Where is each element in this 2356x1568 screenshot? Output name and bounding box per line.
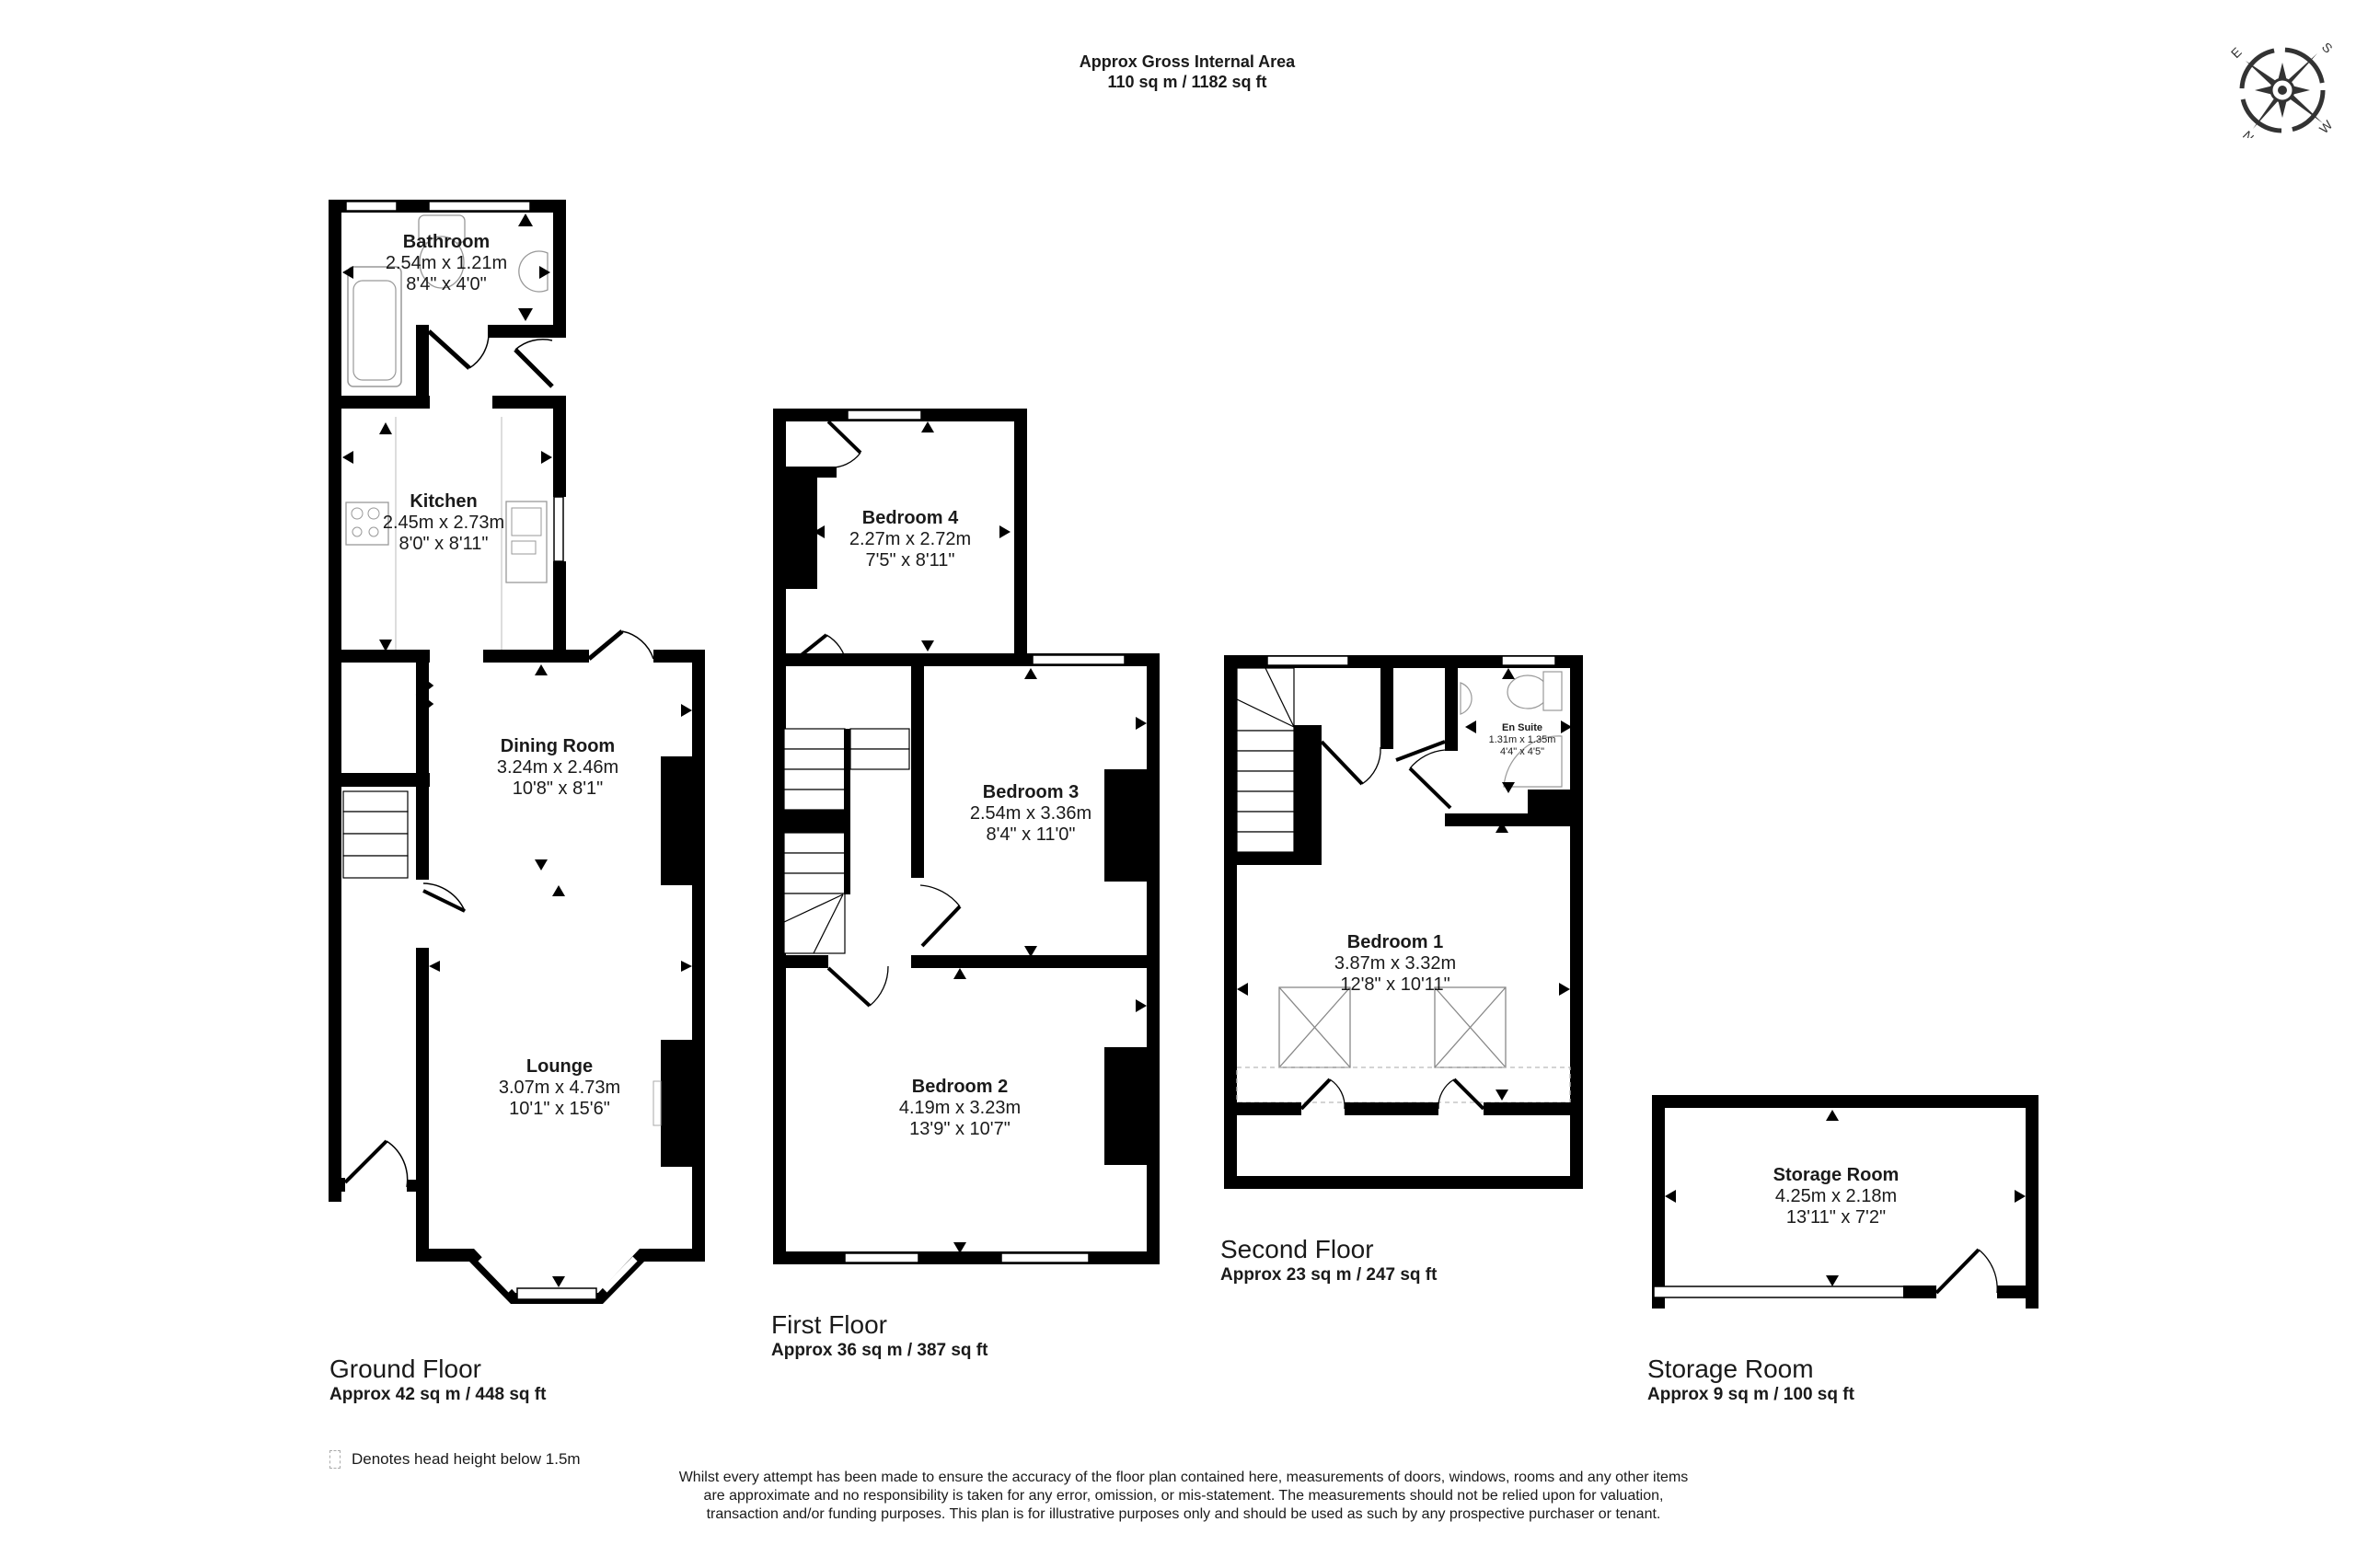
second-floor-caption: Second Floor Approx 23 sq m / 247 sq ft bbox=[1220, 1235, 1438, 1285]
room-label-en-suite: En Suite 1.31m x 1.35m 4'4" x 4'5" bbox=[1488, 722, 1556, 757]
second-floor-plan bbox=[1224, 655, 1583, 1189]
compass-rose-icon: E S N W bbox=[2225, 9, 2336, 144]
head-height-legend: Denotes head height below 1.5m bbox=[329, 1450, 581, 1469]
room-label-bedroom-2: Bedroom 2 4.19m x 3.23m 13'9" x 10'7" bbox=[898, 1077, 1022, 1139]
disclaimer: Whilst every attempt has been made to en… bbox=[678, 1470, 1689, 1522]
svg-text:W: W bbox=[2316, 117, 2336, 136]
ground-floor-caption: Ground Floor Approx 42 sq m / 448 sq ft bbox=[329, 1355, 547, 1404]
room-label-kitchen: Kitchen 2.45m x 2.73m 8'0" x 8'11" bbox=[382, 491, 505, 554]
room-label-storage-room: Storage Room 4.25m x 2.18m 13'11" x 7'2" bbox=[1773, 1165, 1900, 1228]
room-label-bedroom-4: Bedroom 4 2.27m x 2.72m 7'5" x 8'11" bbox=[849, 508, 972, 571]
room-label-dining-room: Dining Room 3.24m x 2.46m 10'8" x 8'1" bbox=[496, 736, 619, 799]
header-area: 110 sq m / 1182 sq ft bbox=[1107, 73, 1267, 91]
header-title: Approx Gross Internal Area bbox=[1079, 52, 1296, 71]
storage-room-caption: Storage Room Approx 9 sq m / 100 sq ft bbox=[1647, 1355, 1854, 1404]
svg-text:S: S bbox=[2319, 40, 2336, 56]
room-label-bedroom-3: Bedroom 3 2.54m x 3.36m 8'4" x 11'0" bbox=[969, 782, 1092, 845]
first-floor-caption: First Floor Approx 36 sq m / 387 sq ft bbox=[771, 1310, 988, 1360]
ground-floor-plan bbox=[329, 200, 705, 1304]
dashed-box-icon bbox=[329, 1450, 341, 1469]
svg-text:E: E bbox=[2228, 44, 2245, 61]
room-label-lounge: Lounge 3.07m x 4.73m 10'1" x 15'6" bbox=[498, 1056, 621, 1119]
legend-text: Denotes head height below 1.5m bbox=[352, 1450, 581, 1468]
room-label-bedroom-1: Bedroom 1 3.87m x 3.32m 12'8" x 10'11" bbox=[1334, 932, 1457, 995]
dimension-markers bbox=[342, 213, 2026, 1287]
svg-text:N: N bbox=[2240, 128, 2257, 138]
room-label-bathroom: Bathroom 2.54m x 1.21m 8'4" x 4'0" bbox=[385, 232, 508, 294]
gross-internal-area-header: Approx Gross Internal Area 110 sq m / 11… bbox=[1068, 52, 1307, 92]
storage-room-plan bbox=[1652, 1095, 2038, 1309]
first-floor-plan bbox=[773, 409, 1160, 1264]
